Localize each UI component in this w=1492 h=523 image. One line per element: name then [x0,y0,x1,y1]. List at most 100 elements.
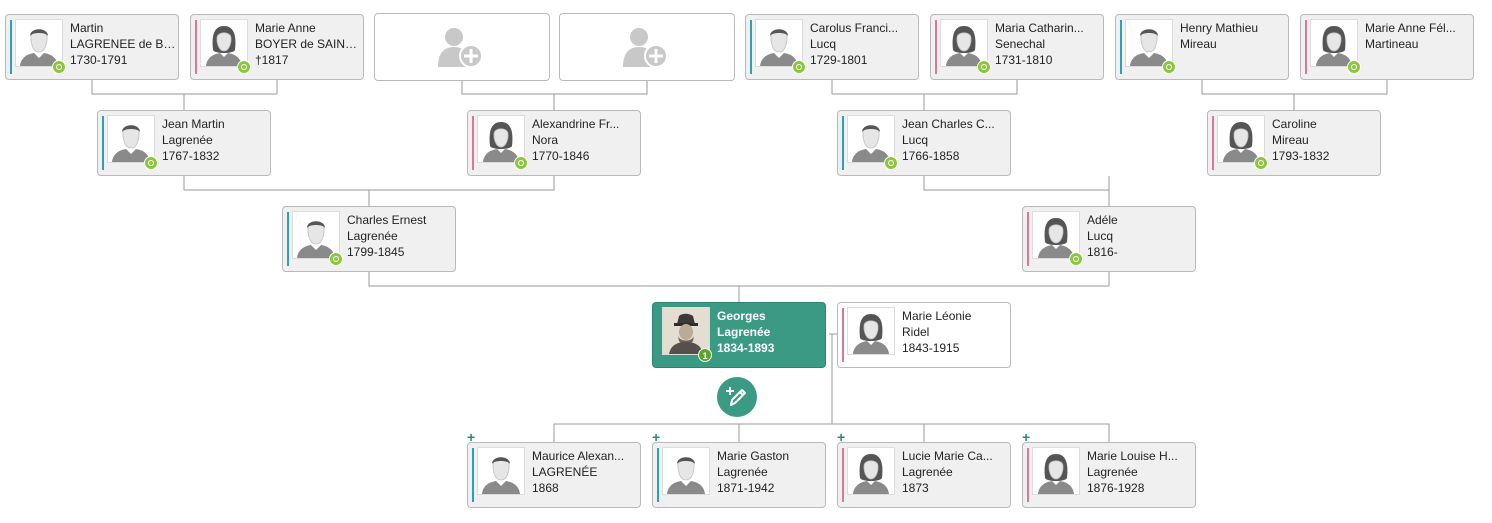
record-hint-icon[interactable] [792,60,806,74]
person-details: Marie Louise H... Lagrenée 1876-1928 [1087,448,1193,496]
person-card-marie-gaston[interactable]: Marie Gaston Lagrenée 1871-1942 [652,442,826,508]
person-card-carolus[interactable]: Carolus Franci... Lucq 1729-1801 [745,14,919,80]
male-avatar-icon [15,19,63,67]
person-dates: 1731-1810 [995,53,1053,67]
person-details: Marie Gaston Lagrenée 1871-1942 [717,448,823,496]
person-surname: Lucq [810,37,837,51]
person-card-marie-louise[interactable]: Marie Louise H... Lagrenée 1876-1928 [1022,442,1196,508]
person-name: Marie Léonie [902,309,972,323]
record-hint-icon[interactable] [329,252,343,266]
person-card-marie-leonie[interactable]: Marie Léonie Ridel 1843-1915 [837,302,1011,368]
person-card-maria-catharina[interactable]: Maria Catharin... Senechal 1731-1810 [930,14,1104,80]
person-surname: Senechal [995,37,1046,51]
person-dates: 1770-1846 [532,149,590,163]
gender-bar [750,20,752,74]
female-avatar-icon [477,115,525,163]
gender-bar [935,20,937,74]
add-mother-button[interactable] [559,13,735,81]
add-edit-person-button[interactable] [717,377,757,417]
male-avatar-icon [477,447,525,495]
female-avatar-icon [847,447,895,495]
person-name: Marie Anne Fél... [1365,21,1456,35]
expand-child-button[interactable]: + [467,429,476,445]
person-card-caroline[interactable]: Caroline Mireau 1793-1832 [1207,110,1381,176]
gender-bar [842,116,844,170]
person-card-georges-focus[interactable]: 1 Georges Lagrenée 1834-1893 [652,302,826,368]
person-surname: Lucq [902,133,929,147]
person-details: Alexandrine Fr... Nora 1770-1846 [532,116,638,164]
portrait-photo [662,307,710,355]
gender-bar [1027,448,1029,502]
person-name: Maria Catharin... [995,21,1084,35]
record-hint-icon[interactable] [1162,60,1176,74]
record-hint-icon[interactable] [884,156,898,170]
male-avatar-icon [847,115,895,163]
person-details: Jean Martin Lagrenée 1767-1832 [162,116,268,164]
person-dates: 1816- [1087,245,1118,259]
gender-bar [1120,20,1122,74]
person-details: Georges Lagrenée 1834-1893 [717,308,823,356]
person-name: Martin [70,21,104,35]
record-hint-icon[interactable] [977,60,991,74]
gender-bar [1212,116,1214,170]
gender-bar [287,212,289,266]
gender-bar [1305,20,1307,74]
record-hint-icon[interactable] [144,156,158,170]
gender-bar [842,448,844,502]
male-avatar-icon [755,19,803,67]
male-avatar-icon [662,447,710,495]
expand-child-button[interactable]: + [652,429,661,445]
person-dates: 1834-1893 [717,341,775,355]
gender-bar [472,448,474,502]
person-name: Charles Ernest [347,213,427,227]
pencil-plus-icon [726,387,746,406]
person-card-jean-martin[interactable]: Jean Martin Lagrenée 1767-1832 [97,110,271,176]
female-avatar-icon [940,19,988,67]
person-card-marie-anne[interactable]: Marie Anne BOYER de SAINT... †1817 [190,14,364,80]
expand-child-button[interactable]: + [837,429,846,445]
gender-bar [1027,212,1029,266]
person-card-maurice[interactable]: Maurice Alexan... LAGRENÉE 1868 [467,442,641,508]
male-avatar-icon [1125,19,1173,67]
person-details: Charles Ernest Lagrenée 1799-1845 [347,212,453,260]
record-hint-icon[interactable] [52,60,66,74]
person-details: Jean Charles C... Lucq 1766-1858 [902,116,1008,164]
person-dates: 1767-1832 [162,149,220,163]
person-details: Marie Anne BOYER de SAINT... †1817 [255,20,361,68]
gender-bar [472,116,474,170]
person-surname: Lagrenée [902,465,953,479]
person-name: Adéle [1087,213,1118,227]
person-card-lucie-marie[interactable]: Lucie Marie Ca... Lagrenée 1873 [837,442,1011,508]
female-avatar-icon [1310,19,1358,67]
expand-child-button[interactable]: + [1022,429,1031,445]
person-surname: Lagrenée [347,229,398,243]
person-card-jean-charles[interactable]: Jean Charles C... Lucq 1766-1858 [837,110,1011,176]
record-hint-icon[interactable] [1347,60,1361,74]
person-dates: 1868 [532,481,559,495]
person-surname: Lagrenée [717,325,771,339]
person-card-marie-anne-felicite[interactable]: Marie Anne Fél... Martineau [1300,14,1474,80]
person-card-alexandrine[interactable]: Alexandrine Fr... Nora 1770-1846 [467,110,641,176]
hint-count-badge[interactable]: 1 [698,348,712,362]
person-dates: 1766-1858 [902,149,960,163]
add-father-button[interactable] [374,13,550,81]
person-surname: Nora [532,133,559,147]
person-card-martin[interactable]: Martin LAGRENEE de Bl... 1730-1791 [5,14,179,80]
person-surname: Mireau [1180,37,1217,51]
record-hint-icon[interactable] [1254,156,1268,170]
record-hint-icon[interactable] [1069,252,1083,266]
person-card-charles-ernest[interactable]: Charles Ernest Lagrenée 1799-1845 [282,206,456,272]
gender-bar [195,20,197,74]
person-surname: LAGRENEE de Bl... [70,37,176,51]
person-name: Maurice Alexan... [532,449,625,463]
record-hint-icon[interactable] [514,156,528,170]
person-card-adele[interactable]: Adéle Lucq 1816- [1022,206,1196,272]
person-surname: BOYER de SAINT... [255,37,361,51]
person-dates: 1793-1832 [1272,149,1330,163]
person-card-henry-mathieu[interactable]: Henry Mathieu Mireau [1115,14,1289,80]
person-surname: Lagrenée [1087,465,1138,479]
record-hint-icon[interactable] [237,60,251,74]
gender-bar [657,448,659,502]
person-surname: LAGRENÉE [532,465,598,479]
